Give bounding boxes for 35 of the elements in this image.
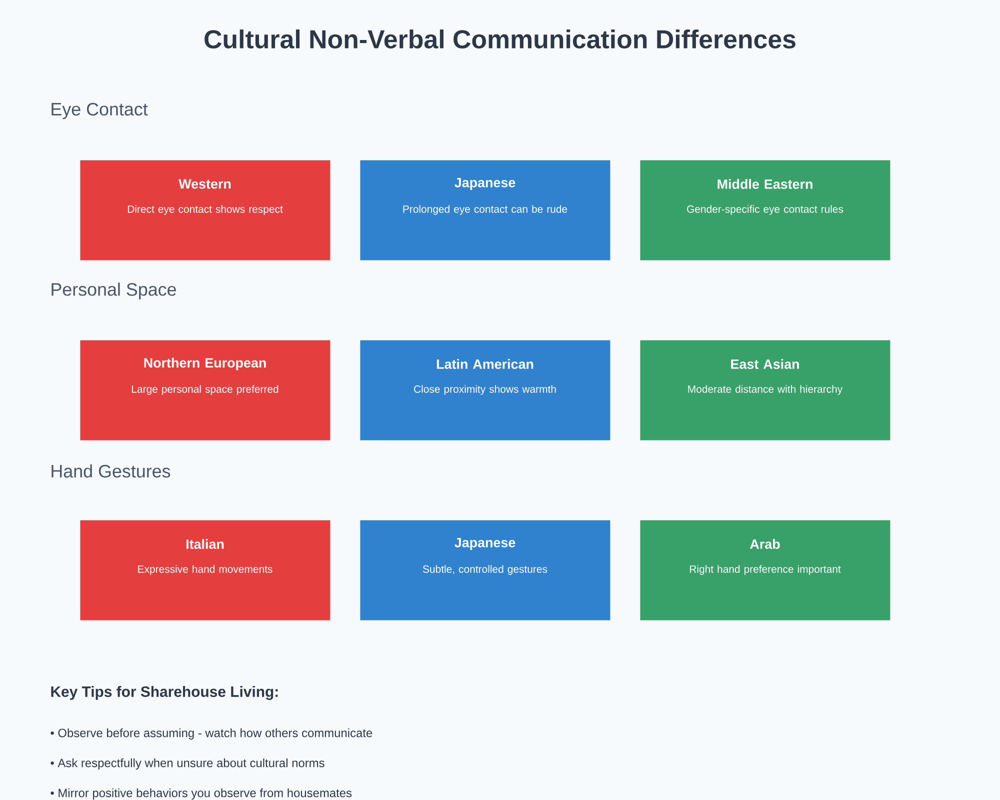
card-text: Right hand preference important <box>690 565 841 575</box>
culture-card <box>80 520 330 620</box>
culture-card <box>80 160 330 260</box>
section-heading: Eye Contact <box>52 102 148 120</box>
card-title: Western <box>178 179 231 189</box>
card-title: Italian <box>186 539 224 549</box>
culture-card <box>360 340 610 440</box>
card-title: Arab <box>750 539 780 549</box>
section-heading: Personal Space <box>52 282 176 300</box>
culture-card <box>360 160 610 260</box>
culture-card <box>640 520 890 620</box>
card-title: Japanese <box>454 538 516 550</box>
culture-card <box>80 340 330 440</box>
card-text: Large personal space preferred <box>132 385 278 395</box>
card-text: Direct eye contact shows respect <box>128 205 283 215</box>
card-text: Subtle, controlled gestures <box>422 565 548 575</box>
card-title: East Asian <box>731 359 799 369</box>
card-title: Latin American <box>436 359 534 369</box>
tip-item: • Ask respectfully when unsure about cultural norms <box>50 758 324 770</box>
card-text: Moderate distance with hierarchy <box>688 385 843 395</box>
tip-item: • Mirror positive behaviors you observe from housemates <box>50 788 352 800</box>
tips-heading: Key Tips for Sharehouse Living: <box>51 686 278 700</box>
card-title: Middle Eastern <box>718 179 812 189</box>
title: Cultural Non-Verbal Communication Differences <box>204 30 796 48</box>
card-text: Expressive hand movements <box>138 565 272 575</box>
card-text: Prolonged eye contact can be rude <box>403 205 568 215</box>
card-title: Northern European <box>144 358 266 370</box>
section-heading: Hand Gestures <box>52 464 170 478</box>
card-text: Close proximity shows warmth <box>414 385 556 395</box>
culture-card <box>640 340 890 440</box>
card-text: Gender-specific eye contact rules <box>687 205 844 215</box>
culture-card <box>640 160 890 260</box>
card-title: Japanese <box>454 178 516 190</box>
culture-card <box>360 520 610 620</box>
tip-item: • Observe before assuming - watch how others communicate <box>50 728 372 740</box>
